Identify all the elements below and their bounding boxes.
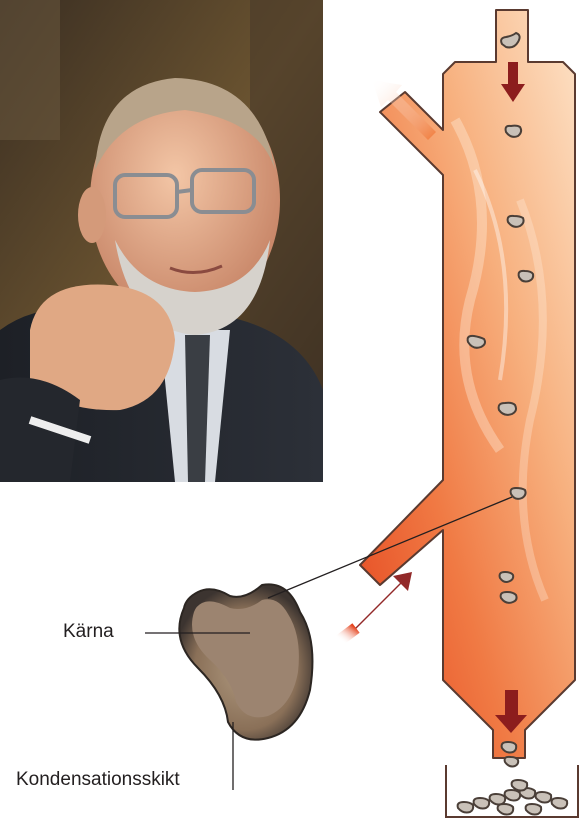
magnified-particle	[179, 584, 312, 739]
particle	[511, 488, 526, 499]
particle	[500, 572, 514, 582]
particle	[505, 790, 521, 801]
particle	[508, 216, 524, 227]
particle	[552, 798, 568, 809]
particle	[458, 802, 474, 813]
particle	[490, 794, 506, 805]
label-core: Kärna	[63, 621, 114, 643]
particle	[499, 403, 516, 415]
particle	[501, 592, 517, 603]
particle	[468, 336, 485, 348]
particle	[502, 742, 517, 753]
particle	[526, 804, 542, 815]
label-condensation-layer: Kondensationsskikt	[16, 769, 180, 791]
particle	[505, 757, 519, 767]
particle	[519, 271, 534, 282]
particle	[512, 780, 528, 791]
particle	[536, 792, 552, 803]
particle	[506, 126, 522, 137]
particle	[498, 804, 514, 815]
particle	[474, 798, 490, 809]
